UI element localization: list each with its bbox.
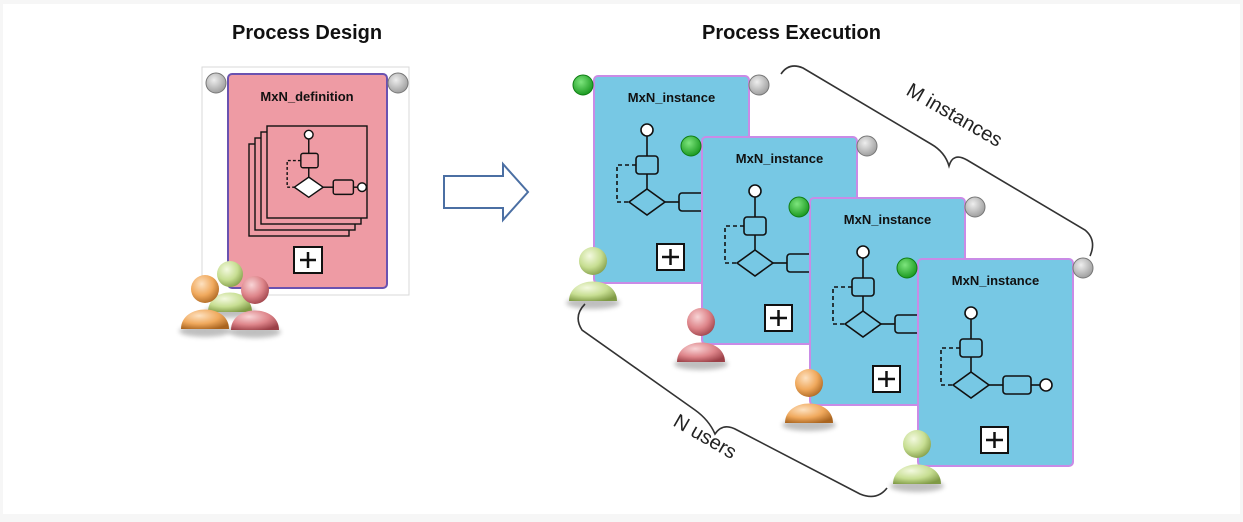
expand-plus-box-icon[interactable] bbox=[293, 246, 323, 274]
design-card-group: MxN_definition bbox=[201, 66, 410, 296]
end-event-icon bbox=[387, 72, 409, 94]
instance-cards-group: MxN_instanceMxN_instanceMxN_instanceMxN_… bbox=[566, 74, 1094, 492]
process-design-heading: Process Design bbox=[232, 22, 383, 44]
m-instances-label: M instances bbox=[903, 79, 1006, 151]
diagram-canvas: Process Design Process Execution bbox=[3, 4, 1240, 514]
instance-card-title: MxN_instance bbox=[736, 151, 823, 166]
user-red-icon bbox=[229, 276, 281, 338]
expand-plus-box-icon[interactable] bbox=[980, 426, 1009, 454]
user-red-icon bbox=[674, 308, 728, 370]
diagram-svg: MxN_definition bbox=[179, 65, 1094, 498]
right-arrow-icon bbox=[443, 161, 530, 223]
start-event-icon bbox=[896, 257, 918, 279]
user-orange-icon bbox=[782, 369, 836, 431]
end-event-icon bbox=[964, 196, 986, 218]
design-users-group bbox=[179, 261, 281, 338]
end-event-icon bbox=[1072, 257, 1094, 279]
instance-card-body[interactable] bbox=[917, 258, 1074, 467]
instance-card[interactable]: MxN_instance bbox=[896, 257, 1094, 467]
instance-card-title: MxN_instance bbox=[952, 273, 1039, 288]
user-orange-icon bbox=[179, 275, 231, 337]
process-execution-heading: Process Execution bbox=[702, 22, 881, 44]
m-instances-brace bbox=[780, 65, 1094, 257]
stacked-process-pages-icon bbox=[248, 125, 368, 237]
expand-plus-box-icon[interactable] bbox=[764, 304, 793, 332]
start-event-icon bbox=[680, 135, 702, 157]
end-event-icon bbox=[856, 135, 878, 157]
end-event-icon bbox=[748, 74, 770, 96]
expand-plus-box-icon[interactable] bbox=[872, 365, 901, 393]
n-users-brace bbox=[577, 303, 888, 498]
instance-card-title: MxN_instance bbox=[844, 212, 931, 227]
start-event-icon bbox=[788, 196, 810, 218]
user-green-icon bbox=[890, 430, 944, 492]
design-card-title: MxN_definition bbox=[260, 89, 353, 104]
expand-plus-box-icon[interactable] bbox=[656, 243, 685, 271]
user-green-icon bbox=[566, 247, 620, 309]
instance-card-title: MxN_instance bbox=[628, 90, 715, 105]
start-event-icon bbox=[205, 72, 227, 94]
start-event-icon bbox=[572, 74, 594, 96]
